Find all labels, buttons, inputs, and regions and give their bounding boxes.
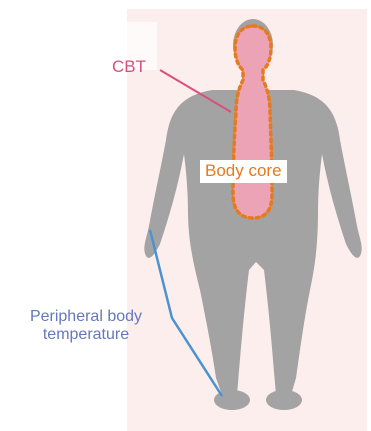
cbt-label: CBT [112,57,146,77]
peripheral-body-temperature-label: Peripheral body temperature [8,308,164,345]
body-core-region [233,26,272,218]
body-core-label: Body core [200,160,287,183]
